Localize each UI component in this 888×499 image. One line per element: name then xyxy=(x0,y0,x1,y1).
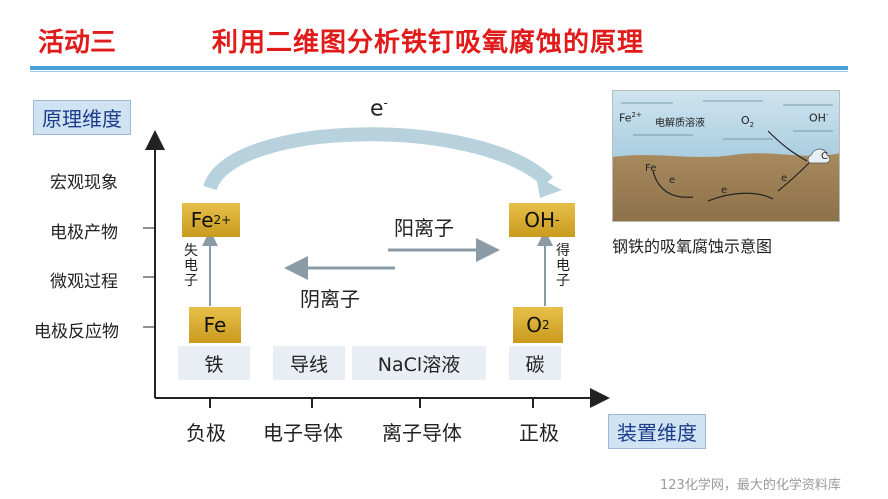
oh-product-box: OH- xyxy=(509,203,575,237)
x-level-anode: 负极 xyxy=(186,421,226,445)
electron-label: e- xyxy=(370,96,388,122)
gain-electron-label: 得 电 子 xyxy=(556,243,570,289)
anion-label: 阴离子 xyxy=(300,287,360,311)
y-level-micro: 微观过程 xyxy=(50,272,118,292)
y-axis-title: 原理维度 xyxy=(33,100,131,135)
corrosion-illustration-graphic xyxy=(613,91,839,221)
device-wire: 导线 xyxy=(273,346,345,380)
photo-e2-label: e xyxy=(721,185,728,196)
electron-flow-arrow xyxy=(203,127,553,191)
x-level-electron-conductor: 电子导体 xyxy=(263,421,343,445)
x-level-ion-conductor: 离子导体 xyxy=(382,421,462,445)
device-iron: 铁 xyxy=(178,346,250,380)
device-nacl: NaCl溶液 xyxy=(352,346,486,380)
photo-fe-label: Fe xyxy=(645,163,657,174)
page-title: 利用二维图分析铁钉吸氧腐蚀的原理 xyxy=(212,28,645,58)
photo-electrolyte-label: 电解质溶液 xyxy=(655,118,705,129)
y-level-reactant: 电极反应物 xyxy=(34,322,119,342)
activity-label: 活动三 xyxy=(38,28,117,58)
x-axis-title: 装置维度 xyxy=(608,414,706,449)
x-level-cathode: 正极 xyxy=(519,421,559,445)
illustration-caption: 钢铁的吸氧腐蚀示意图 xyxy=(612,237,773,256)
y-level-product: 电极产物 xyxy=(50,223,118,243)
device-carbon: 碳 xyxy=(509,346,561,380)
lose-electron-label: 失 电 子 xyxy=(184,243,198,289)
footer-watermark: 123化学网，最大的化学资料库 xyxy=(660,478,841,493)
photo-e3-label: e xyxy=(781,173,788,184)
corrosion-illustration: Fe2+ 电解质溶液 O2 OH- Fe e e e C xyxy=(612,90,840,222)
title-divider xyxy=(30,66,848,70)
photo-oh-label: OH- xyxy=(809,111,829,125)
cation-label: 阳离子 xyxy=(394,216,454,240)
photo-fe2-label: Fe2+ xyxy=(619,111,642,125)
photo-c-label: C xyxy=(821,151,828,162)
fe-reactant-box: Fe xyxy=(189,307,241,343)
y-level-macro: 宏观现象 xyxy=(50,173,118,193)
title-bar xyxy=(0,0,888,72)
photo-e1-label: e xyxy=(669,175,676,186)
title-divider-thin xyxy=(30,71,848,72)
photo-o2-label: O2 xyxy=(741,114,755,130)
